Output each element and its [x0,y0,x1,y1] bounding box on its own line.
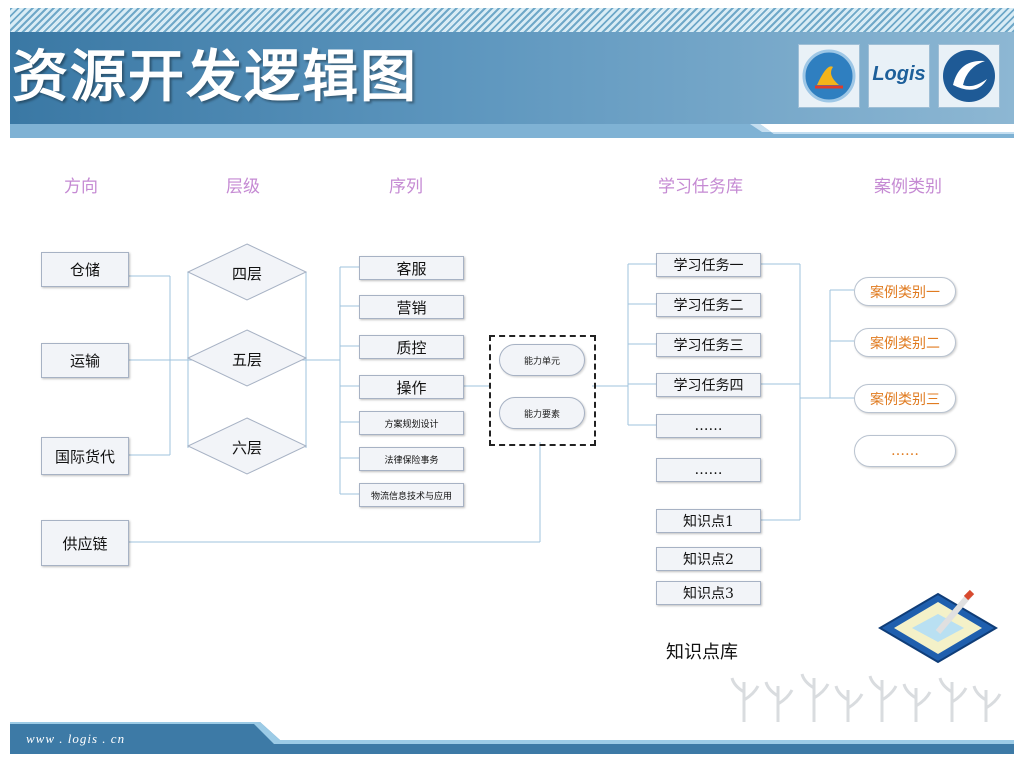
direction-supply-chain: 供应链 [41,520,129,566]
direction-freight-forwarding: 国际货代 [41,437,129,475]
level-five: 五层 [231,351,262,369]
pen-notepad-icon [878,589,998,664]
task-2: 学习任务二 [656,293,761,317]
ability-unit: 能力单元 [499,344,585,376]
ability-element: 能力要素 [499,397,585,429]
knowledge-point-2: 知识点2 [656,547,761,571]
ability-group [489,335,596,446]
task-1: 学习任务一 [656,253,761,277]
case-category-more: …… [854,435,956,467]
column-heading-task-library: 学习任务库 [658,177,743,197]
task-3: 学习任务三 [656,333,761,357]
sequence-legal-insurance: 法律保险事务 [359,447,464,471]
knowledge-point-1: 知识点1 [656,509,761,533]
logis-logo: Logis [868,44,930,108]
logo-emblem-icon [798,44,860,108]
case-category-2: 案例类别二 [854,328,956,357]
sequence-solution-planning: 方案规划设计 [359,411,464,435]
task-4: 学习任务四 [656,373,761,397]
sequence-logistics-it: 物流信息技术与应用 [359,483,464,507]
knowledge-point-3: 知识点3 [656,581,761,605]
footer-band [10,722,1014,754]
case-category-1: 案例类别一 [854,277,956,306]
column-heading-sequence: 序列 [389,177,423,197]
task-more-2: …… [656,458,761,482]
column-heading-level: 层级 [226,177,260,197]
case-category-3: 案例类别三 [854,384,956,413]
sequence-customer-service: 客服 [359,256,464,280]
knowledge-library-caption: 知识点库 [666,642,738,663]
footer-url: www . logis . cn [26,731,126,746]
level-six: 六层 [231,439,262,457]
task-more-1: …… [656,414,761,438]
page-title: 资源开发逻辑图 [12,45,418,110]
level-four: 四层 [231,265,262,283]
sequence-quality-control: 质控 [359,335,464,359]
logis-logo-text: Logis [872,63,926,85]
sequence-operations: 操作 [359,375,464,399]
plant-decoration-icon [730,673,1002,722]
column-heading-direction: 方向 [64,177,98,197]
header-underline [10,124,1014,138]
swirl-logo-icon [938,44,1000,108]
direction-transport: 运输 [41,343,129,378]
header-stripe [10,8,1014,32]
column-heading-case-category: 案例类别 [874,177,942,197]
sequence-marketing: 营销 [359,295,464,319]
direction-warehousing: 仓储 [41,252,129,287]
